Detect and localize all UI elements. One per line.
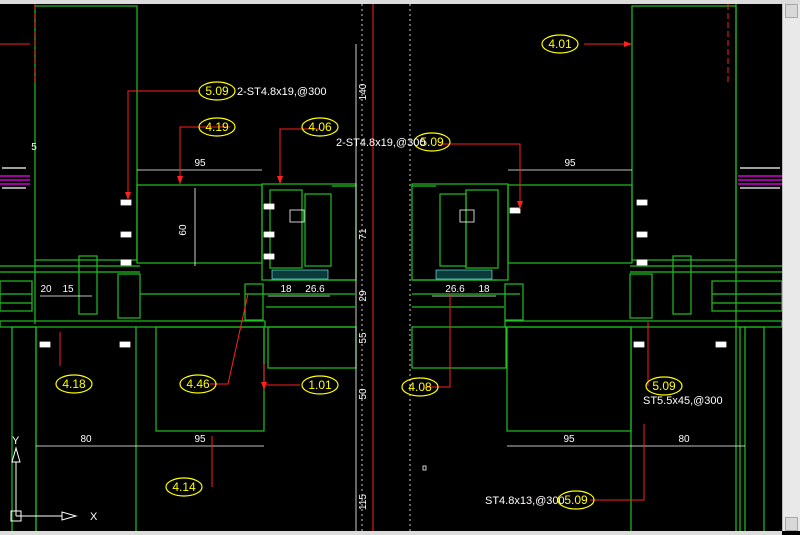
- balloon-4-08: [401, 377, 439, 397]
- scroll-up-arrow[interactable]: [785, 4, 798, 18]
- dimension-text: 95: [194, 158, 206, 169]
- ucs-y-label: Y: [12, 435, 20, 447]
- balloon-4-01: [541, 34, 579, 54]
- dimension-text: 18: [280, 284, 292, 295]
- screw-note: ST5.5x45,@300: [643, 395, 723, 407]
- screw-note: ST4.8x13,@300: [485, 495, 565, 507]
- balloon-5-09-mid: [413, 132, 451, 152]
- screw-note: 2-ST4.8x19,@300: [237, 86, 326, 98]
- window-bottom-border: [0, 531, 782, 535]
- ucs-icon: [10, 446, 78, 522]
- ucs-x-label: X: [90, 511, 98, 523]
- dimension-text: 95: [194, 434, 206, 445]
- dimension-text: 5: [31, 142, 37, 153]
- dimension-text: 60: [178, 224, 189, 236]
- dimension-text: 50: [358, 388, 369, 400]
- balloon-text: 4.01: [548, 37, 572, 51]
- balloon-text: 4.46: [186, 377, 210, 391]
- balloon-text: 4.06: [308, 120, 332, 134]
- balloon-1-01: [301, 375, 339, 395]
- balloon-5-09-right: [645, 376, 683, 396]
- dimension-text: 140: [358, 83, 369, 100]
- dimension-text: 26.6: [445, 284, 465, 295]
- scroll-down-arrow[interactable]: [785, 517, 798, 531]
- window-top-border: [0, 0, 800, 4]
- vertical-scrollbar[interactable]: [782, 4, 800, 531]
- balloon-text: 4.08: [408, 380, 432, 394]
- balloon-4-06: [301, 117, 339, 137]
- dimension-text: 71: [358, 228, 369, 240]
- dimension-text: 29: [358, 290, 369, 302]
- balloon-text: 5.09: [652, 379, 676, 393]
- balloon-text: 1.01: [308, 378, 332, 392]
- dimension-text: 95: [564, 158, 576, 169]
- dimension-text: 80: [678, 434, 690, 445]
- balloon-text: 5.09: [564, 493, 588, 507]
- balloon-4-18: [55, 374, 93, 394]
- dimension-text: 26.6: [305, 284, 325, 295]
- balloon-text: 4.19: [205, 120, 229, 134]
- balloon-4-14: [165, 477, 203, 497]
- dimension-text: 15: [62, 284, 74, 295]
- dimension-text: 20: [40, 284, 52, 295]
- dimension-text: 95: [563, 434, 575, 445]
- balloon-text: 5.09: [205, 84, 229, 98]
- balloon-5-09-bottom: [557, 490, 595, 510]
- balloon-text: 4.14: [172, 480, 196, 494]
- balloon-4-46: [179, 374, 217, 394]
- balloon-4-19: [198, 117, 236, 137]
- dimension-text: 18: [478, 284, 490, 295]
- screw-note: 2-ST4.8x19,@300: [336, 137, 425, 149]
- balloon-text: 5.09: [420, 135, 444, 149]
- curtain-wall-section-drawing: 4.01 5.09 4.19 4.06 5.09 4.18 4.46 1.01 …: [0, 4, 782, 535]
- dimension-text: 80: [80, 434, 92, 445]
- balloon-5-09-top: [198, 81, 236, 101]
- balloon-text: 4.18: [62, 377, 86, 391]
- dimension-text: 55: [358, 332, 369, 344]
- dimension-text: 115: [358, 494, 369, 510]
